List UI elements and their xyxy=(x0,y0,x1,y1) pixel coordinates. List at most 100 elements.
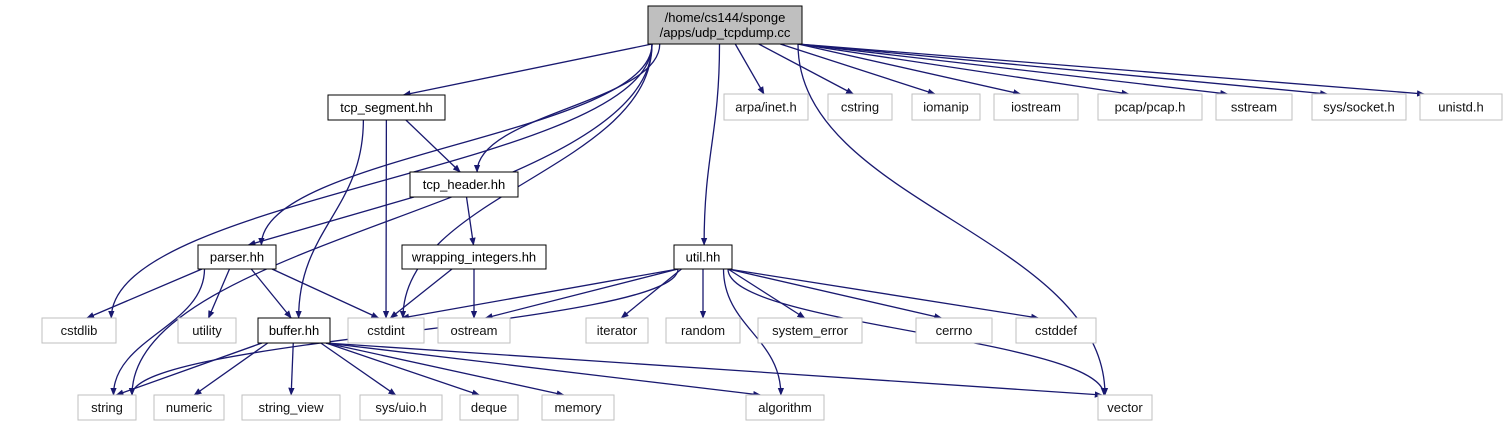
node-box-util xyxy=(673,244,733,270)
edge-util-to-algorithm xyxy=(722,268,785,396)
edge-root-to-cstdint xyxy=(399,43,653,319)
node-unistd: unistd.h xyxy=(1419,93,1503,121)
node-label-cstring-line-0: cstring xyxy=(841,100,879,115)
node-wrapping-integers[interactable]: wrapping_integers.hh xyxy=(401,244,547,270)
node-buffer[interactable]: buffer.hh xyxy=(257,317,331,344)
node-label-string-view-line-0: string_view xyxy=(258,400,324,415)
edge-root-to-parser xyxy=(258,43,653,246)
node-box-cstdlib xyxy=(41,317,117,344)
node-box-cerrno xyxy=(915,317,993,344)
node-box-algorithm xyxy=(745,394,825,421)
node-system-error: system_error xyxy=(757,317,863,344)
node-box-arpa-inet xyxy=(723,93,809,121)
edge-wrapping_integers-to-cstdint xyxy=(389,268,453,319)
node-box-tcp-segment xyxy=(327,94,446,121)
edge-root-to-sstream xyxy=(797,43,1229,97)
node-utility: utility xyxy=(177,317,237,344)
node-box-pcap xyxy=(1097,93,1203,121)
node-cstdint: cstdint xyxy=(347,317,425,344)
node-box-iterator xyxy=(585,317,649,344)
node-label-sstream-line-0: sstream xyxy=(1231,100,1277,115)
edge-util-to-ostream xyxy=(484,268,679,320)
node-box-cstddef xyxy=(1015,317,1097,344)
node-label-cstdlib-line-0: cstdlib xyxy=(61,323,98,338)
edge-buffer-to-memory xyxy=(325,342,565,397)
node-cstdlib: cstdlib xyxy=(41,317,117,344)
node-box-system-error xyxy=(757,317,863,344)
node-deque: deque xyxy=(459,394,519,421)
node-box-cstring xyxy=(827,93,893,121)
node-label-arpa-inet-line-0: arpa/inet.h xyxy=(735,100,796,115)
node-box-utility xyxy=(177,317,237,344)
edge-root-to-cstdlib xyxy=(108,43,653,319)
node-box-buffer xyxy=(257,317,331,344)
node-sys-socket: sys/socket.h xyxy=(1311,93,1407,121)
node-root[interactable]: /home/cs144/sponge/apps/udp_tcpdump.cc xyxy=(647,5,803,45)
node-label-pcap-line-0: pcap/pcap.h xyxy=(1115,100,1186,115)
node-label-cerrno-line-0: cerrno xyxy=(936,323,973,338)
node-sys-uio: sys/uio.h xyxy=(359,394,443,421)
node-layer: /home/cs144/sponge/apps/udp_tcpdump.cctc… xyxy=(41,5,1503,421)
node-box-sstream xyxy=(1215,93,1293,121)
edge-root-to-util xyxy=(700,43,721,246)
node-box-tcp-header xyxy=(409,171,519,198)
edge-parser-to-cstdint xyxy=(271,268,380,319)
node-label-deque-line-0: deque xyxy=(471,400,507,415)
node-label-cstddef-line-0: cstddef xyxy=(1035,323,1077,338)
edge-root-to-pcap xyxy=(797,43,1130,97)
edge-parser-to-buffer xyxy=(250,268,292,319)
node-memory: memory xyxy=(541,394,615,421)
node-label-wrapping-integers-line-0: wrapping_integers.hh xyxy=(411,250,536,265)
edge-tcp_segment-to-tcp_header xyxy=(405,119,461,173)
node-box-ostream xyxy=(437,317,511,344)
node-label-string-line-0: string xyxy=(91,400,123,415)
node-box-parser xyxy=(197,244,277,270)
node-pcap: pcap/pcap.h xyxy=(1097,93,1203,121)
edge-buffer-to-string_view xyxy=(288,342,295,396)
node-tcp-header[interactable]: tcp_header.hh xyxy=(409,171,519,198)
edge-buffer-to-algorithm xyxy=(325,342,762,398)
edge-root-to-sys_socket xyxy=(797,43,1329,97)
node-tcp-segment[interactable]: tcp_segment.hh xyxy=(327,94,446,121)
edge-root-to-unistd xyxy=(797,43,1425,97)
edge-root-to-iostream xyxy=(797,43,1022,96)
edge-util-to-cstdint xyxy=(401,268,679,320)
node-box-unistd xyxy=(1419,93,1503,121)
node-label-root-line-0: /home/cs144/sponge xyxy=(665,10,786,25)
node-label-vector-line-0: vector xyxy=(1107,400,1143,415)
node-label-algorithm-line-0: algorithm xyxy=(758,400,811,415)
node-label-parser-line-0: parser.hh xyxy=(210,250,264,265)
edge-parser-to-string xyxy=(110,268,206,396)
node-vector: vector xyxy=(1097,394,1153,421)
node-label-numeric-line-0: numeric xyxy=(166,400,213,415)
node-random: random xyxy=(665,317,741,344)
node-label-ostream-line-0: ostream xyxy=(451,323,498,338)
edge-root-to-string xyxy=(128,43,653,396)
node-arpa-inet: arpa/inet.h xyxy=(723,93,809,121)
node-box-string xyxy=(77,394,137,421)
node-label-memory-line-0: memory xyxy=(555,400,602,415)
node-parser[interactable]: parser.hh xyxy=(197,244,277,270)
edge-tcp_segment-to-buffer xyxy=(295,119,365,319)
node-box-root xyxy=(647,5,803,45)
edge-root-to-cstring xyxy=(758,43,854,95)
node-label-system-error-line-0: system_error xyxy=(772,323,849,338)
node-label-sys-socket-line-0: sys/socket.h xyxy=(1323,100,1395,115)
node-label-util-line-0: util.hh xyxy=(686,250,721,265)
edge-parser-to-cstdlib xyxy=(86,268,203,319)
edge-buffer-to-numeric xyxy=(193,342,269,396)
node-box-wrapping-integers xyxy=(401,244,547,270)
edge-tcp_header-to-wrapping_integers xyxy=(465,196,476,246)
node-box-cstdint xyxy=(347,317,425,344)
edge-buffer-to-deque xyxy=(325,342,481,396)
node-ostream: ostream xyxy=(437,317,511,344)
edge-root-to-arpa_inet xyxy=(734,43,765,95)
edge-util-to-cerrno xyxy=(727,268,943,320)
edge-buffer-to-vector xyxy=(325,342,1103,398)
node-label-root-line-1: /apps/udp_tcpdump.cc xyxy=(660,25,791,40)
node-numeric: numeric xyxy=(153,394,225,421)
edge-util-to-iterator xyxy=(620,268,682,319)
node-box-numeric xyxy=(153,394,225,421)
node-util[interactable]: util.hh xyxy=(673,244,733,270)
